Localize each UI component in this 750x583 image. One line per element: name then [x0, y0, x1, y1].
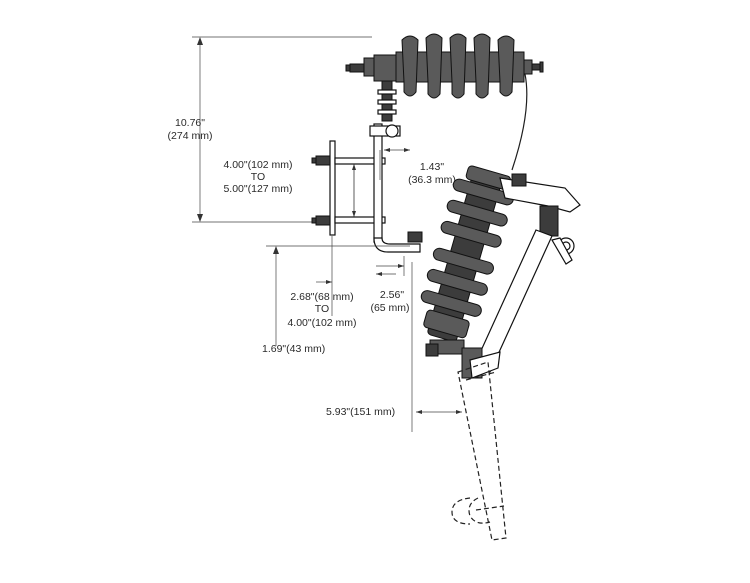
upper-offset-dimension [379, 148, 410, 180]
base-height-label: 1.69"(43 mm) [262, 343, 325, 355]
overall-height-label-line2: (274 mm) [168, 130, 213, 142]
base-height-dimension [266, 245, 410, 346]
upper-insulator [345, 33, 544, 122]
hook-offset-label-line1: 2.56" [380, 289, 404, 301]
bracket-depth-label-line2: TO [315, 303, 329, 315]
bracket-range-label-line2: TO [251, 171, 265, 183]
hook-offset-dimension [376, 256, 405, 276]
overall-height-label-line1: 10.76" [175, 117, 205, 129]
bracket-range-label-line3: 5.00"(127 mm) [223, 183, 292, 195]
jumper-wire [511, 73, 528, 171]
bracket-depth-label-line1: 2.68"(68 mm) [290, 291, 353, 303]
open-reach-label: 5.93"(151 mm) [326, 406, 395, 418]
fuse-tube-frame [425, 173, 581, 379]
cutout-insulator [420, 165, 514, 342]
upper-offset-label-line2: (36.3 mm) [408, 174, 456, 186]
hook-offset-label-line2: (65 mm) [370, 302, 409, 314]
open-fuse-position [451, 361, 507, 541]
upper-offset-label-line1: 1.43" [420, 161, 444, 173]
bracket-depth-dimension [316, 236, 333, 316]
open-reach-dimension [411, 262, 462, 432]
bracket-range-label-line1: 4.00"(102 mm) [223, 159, 292, 171]
mounting-bracket [311, 123, 423, 253]
bracket-depth-label-line3: 4.00"(102 mm) [287, 317, 356, 329]
